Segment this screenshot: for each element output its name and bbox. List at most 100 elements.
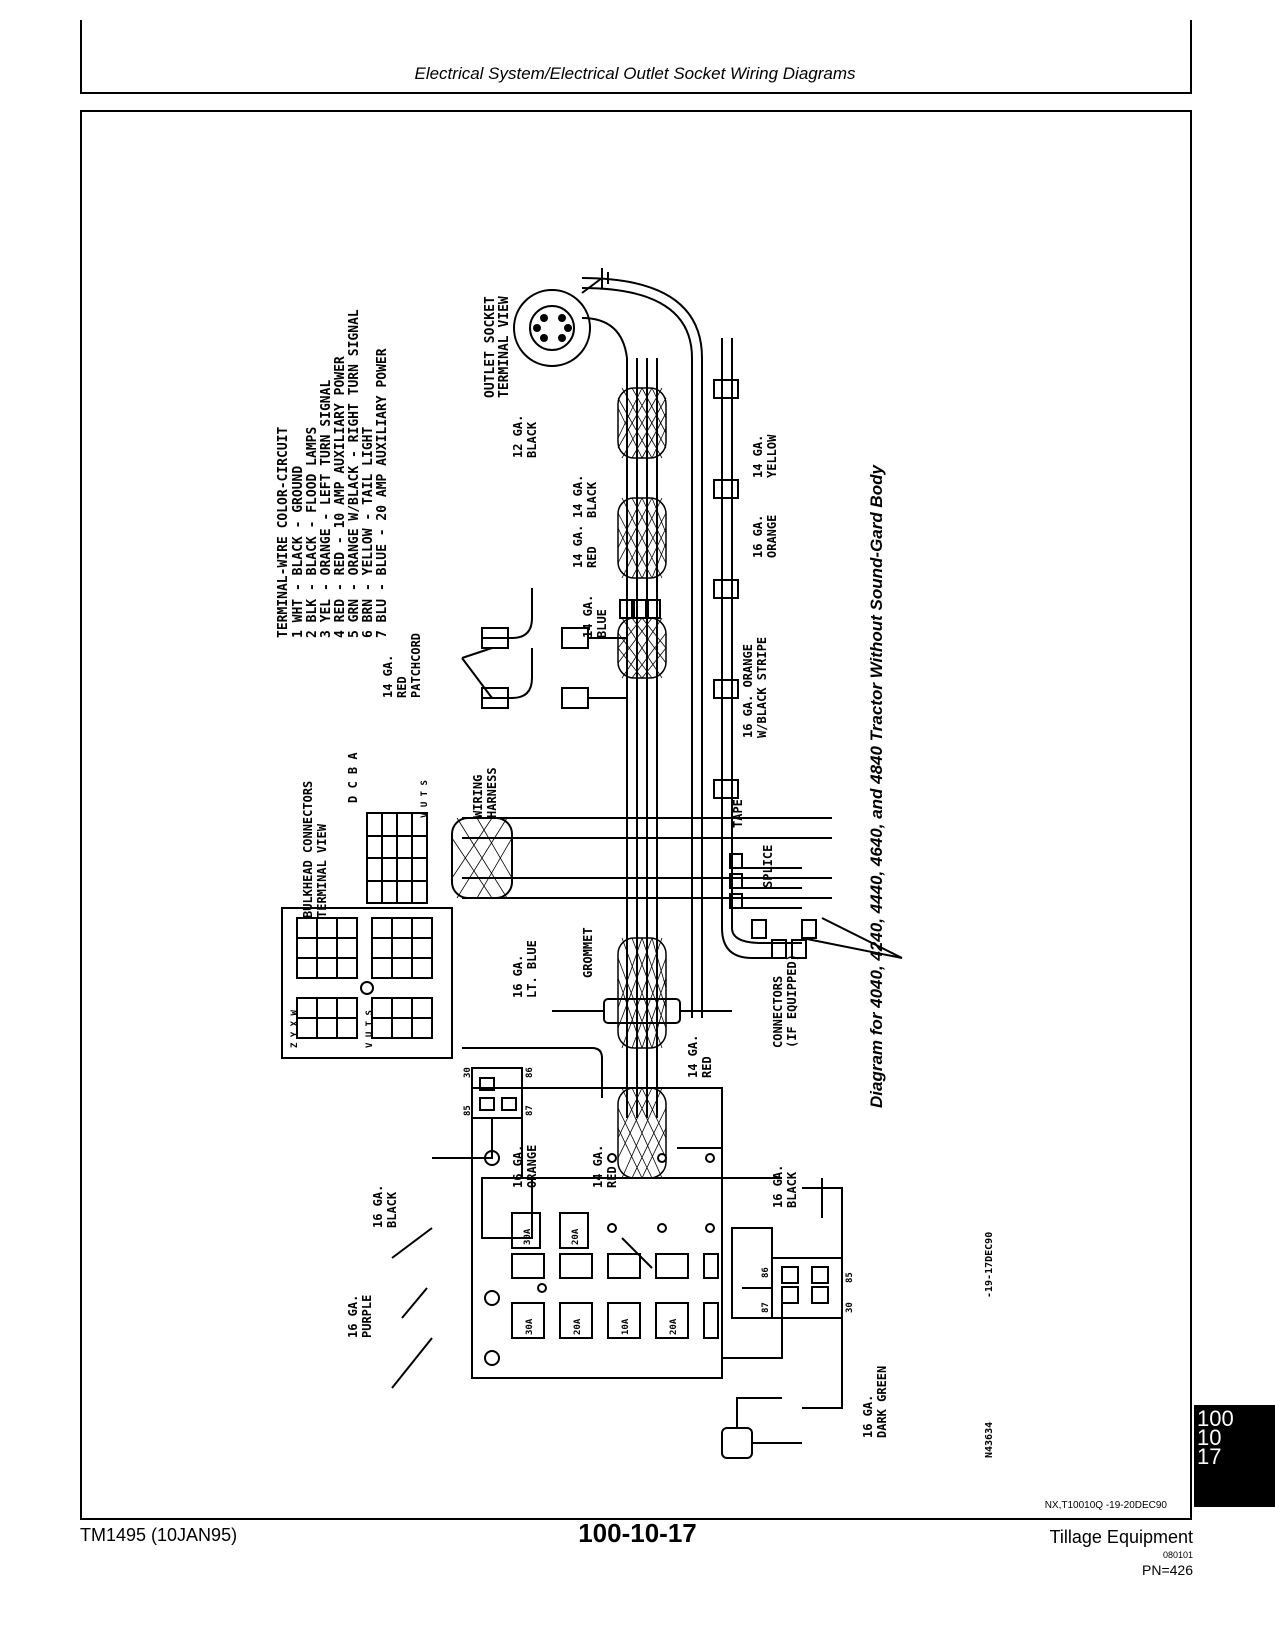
label-16ga-ltblue-b: LT. BLUE [525,940,539,998]
document-code: TM1495 (10JAN95) [80,1525,238,1545]
label-14ga-black-b: BLACK [585,481,599,518]
outlet-socket [513,268,609,367]
section-tab-line-3: 17 [1197,1444,1222,1469]
label-14ga-yellow-b: YELLOW [765,434,779,478]
page-title: Electrical System/Electrical Outlet Sock… [414,64,856,83]
relay1-30: 30 [463,1067,473,1078]
relay2-85: 85 [845,1272,855,1283]
label-tape: TAPE [731,799,745,828]
fuse-block [471,1087,783,1379]
label-14ga-red2-a: 14 GA. [686,1035,700,1078]
outlet-socket-label: OUTLET SOCKET [483,296,498,398]
label-wiring-harness-b: HARNESS [485,767,499,818]
label-16ga-purple-b: PURPLE [360,1295,374,1338]
section-tab-line-1: 100 [1197,1406,1234,1431]
tape-block-1 [713,379,739,399]
socket-body [513,289,591,367]
label-16ga-orange2-a: 16 GA. [511,1145,525,1188]
label-orange-stripe-b: W/BLACK STRIPE [755,637,769,738]
tape-block-2 [713,479,739,499]
bulkhead2-grid-b [296,917,358,979]
bulkhead-letters-top: D C B A [346,752,360,803]
legend: TERMINAL-WIRE COLOR-CIRCUIT 1 WHT - BLAC… [276,309,390,638]
label-16ga-purple-a: 16 GA. [346,1295,360,1338]
fuse-label-10a: 10A [621,1318,631,1335]
legend-line-5: 5 GRN - ORANGE W/BLACK - RIGHT TURN SIGN… [347,309,362,638]
fuse-label-20a-2: 20A [669,1318,679,1335]
label-16ga-ltblue-a: 16 GA. [511,955,525,998]
label-patchcord-c: PATCHCORD [409,633,423,698]
page-number: 100-10-17 [578,1518,697,1548]
header-divider [80,92,1192,94]
label-splice: SPLICE [761,845,775,888]
label-14ga-red-a: 14 GA. [571,525,585,568]
bulkhead2-letters-right: V U T S [365,1010,375,1048]
fuse-label-20a-1: 20A [573,1318,583,1335]
section-name: Tillage Equipment [1049,1527,1193,1547]
figure-frame [80,110,1192,1520]
fuse-label-30a: 30A [525,1318,535,1335]
label-16ga-orange-b: ORANGE [765,515,779,558]
bulkhead-connector-2 [281,907,453,1059]
fuse-label-30a-top: 30A [523,1228,533,1245]
label-patchcord-a: 14 GA. [381,655,395,698]
label-bulkhead-a: BULKHEAD CONNECTORS [301,781,315,918]
label-16ga-black2-b: BLACK [785,1171,799,1208]
bulkhead-terminal-view [366,812,832,904]
label-14ga-red2-b: RED [700,1056,714,1078]
legend-line-1: 1 WHT - BLACK - GROUND [291,466,306,638]
inline-fuse [619,599,661,619]
header-right-rule [1190,20,1192,94]
leader-arrows [391,917,903,1389]
tape-block-4 [713,679,739,699]
main-harness-wires [581,277,703,1118]
label-16ga-orange-a: 16 GA. [751,515,765,558]
harness-sleeves [617,387,667,1179]
label-16ga-black-b: BLACK [385,1191,399,1228]
label-16ga-dkgreen-b: DARK GREEN [875,1366,889,1438]
relay-2 [742,1187,843,1409]
label-connectors-b: (IF EQUIPPED) [785,954,799,1048]
legend-title: TERMINAL-WIRE COLOR-CIRCUIT [276,427,291,638]
label-14ga-red3-a: 14 GA. [591,1145,605,1188]
label-14ga-red-b: RED [585,546,599,568]
relay1-86: 86 [525,1067,535,1078]
ground-symbol [581,277,603,294]
label-orange-stripe-a: 16 GA. ORANGE [741,644,755,738]
relay2-86: 86 [761,1267,771,1278]
label-wiring-harness-a: WIRING [471,775,485,818]
label-16ga-black2-a: 16 GA. [771,1165,785,1208]
figure-date: -19-17DEC90 [984,1232,995,1298]
bulkhead-letters-right: V U T S [420,780,430,818]
relay-1 [432,1047,782,1179]
legend-line-6: 6 BRN - YELLOW - TAIL LIGHT [361,427,376,638]
bottom-connector [721,1397,802,1459]
fuse-block-body [471,1087,723,1379]
label-grommet: GROMMET [581,927,595,978]
outer-wires [713,338,802,959]
section-tab-line-2: 10 [1197,1425,1222,1450]
label-16ga-dkgreen-a: 16 GA. [861,1395,875,1438]
label-connectors-a: CONNECTORS [771,976,785,1048]
bulkhead2-grid-d [371,917,433,979]
label-12ga-black-a: 12 GA. [511,415,525,458]
legend-line-3: 3 YEL - ORANGE - LEFT TURN SIGNAL [319,380,334,638]
figure-code: N43634 [984,1422,995,1458]
reference-code: NX,T10010Q -19-20DEC90 [1044,1500,1167,1511]
patchcord-connectors [461,588,627,709]
label-14ga-red3-b: RED [605,1166,619,1188]
relay2-87: 87 [761,1302,771,1313]
tape-block-3 [713,579,739,599]
label-14ga-black-a: 14 GA. [571,475,585,518]
figure-caption: Diagram for 4040, 4240, 4440, 4640, and … [867,464,886,1108]
wiring-diagram: TERMINAL-WIRE COLOR-CIRCUIT 1 WHT - BLAC… [276,268,995,1459]
legend-line-2: 2 BLK - BLACK - FLOOD LAMPS [305,427,320,638]
label-14ga-blue-a: 14 GA. [581,595,595,638]
label-16ga-black-a: 16 GA. [371,1185,385,1228]
label-14ga-blue-b: BLUE [595,609,609,638]
section-tab: 100 10 17 [1194,1405,1275,1507]
header-left-rule [80,20,82,94]
fuse-label-20a-top: 20A [571,1228,581,1245]
relay2-30: 30 [845,1302,855,1313]
grommet [552,998,732,1024]
